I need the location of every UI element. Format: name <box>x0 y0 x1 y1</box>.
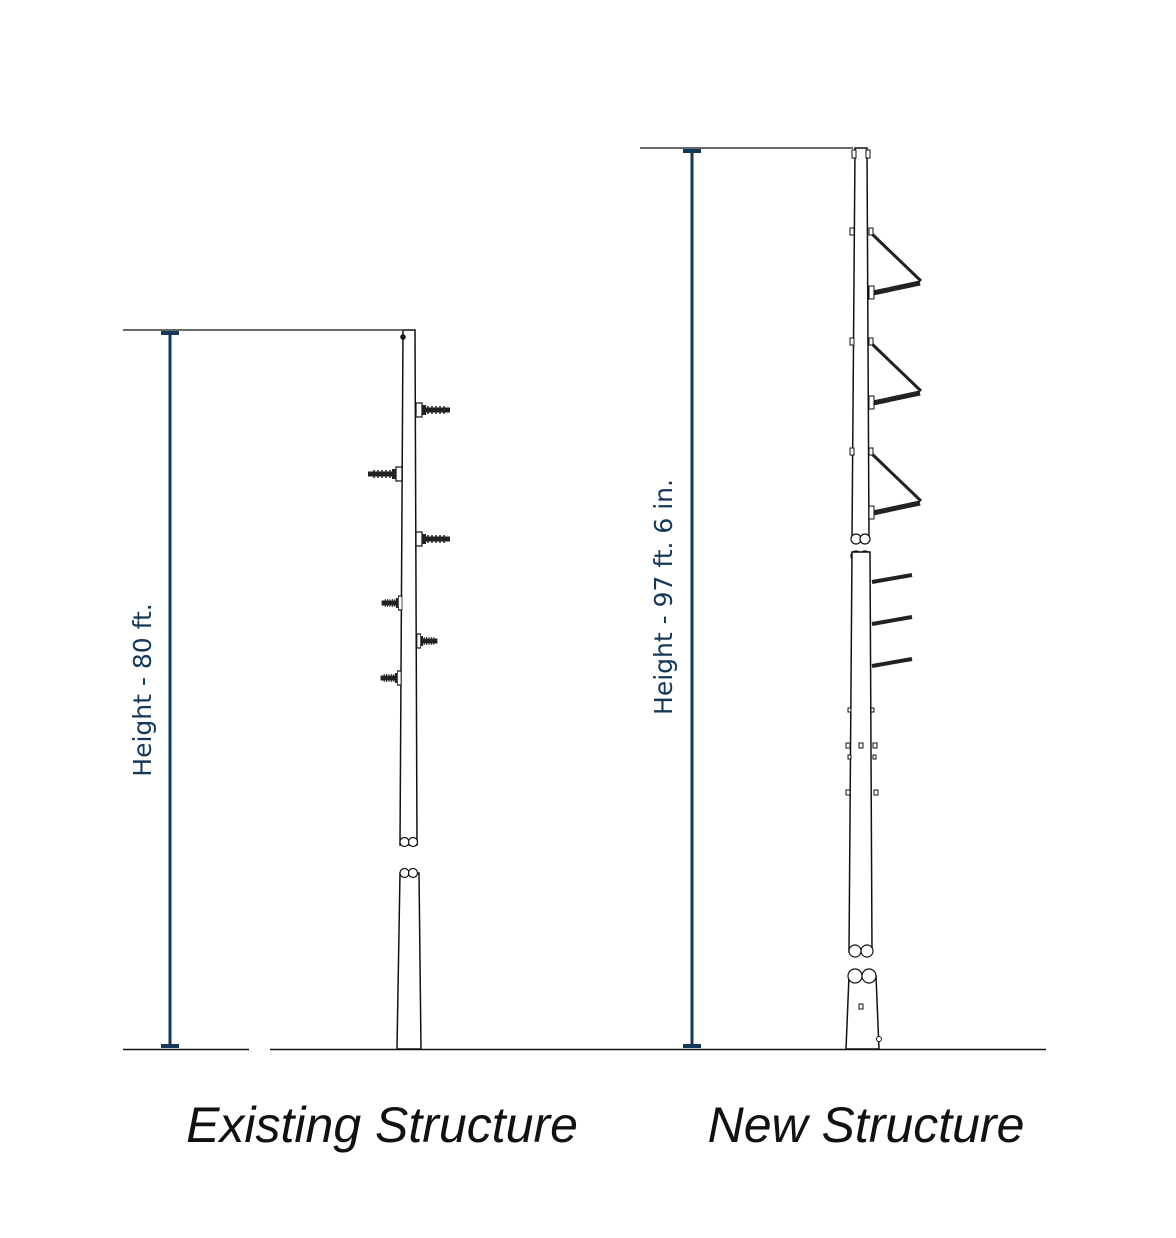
new-height-label: Height - 97 ft. 6 in. <box>649 479 678 715</box>
new-structure-title: New Structure <box>708 1097 1025 1153</box>
existing-structure-title: Existing Structure <box>186 1097 578 1153</box>
existing-height-label: Height - 80 ft. <box>128 603 157 776</box>
new-lower-insulators <box>871 573 913 668</box>
existing-pole <box>396 329 422 1050</box>
new-pole-hardware <box>845 707 882 1042</box>
new-crossarm-insulators <box>849 227 923 520</box>
new-pole <box>845 147 880 1050</box>
new-height-dimension <box>640 147 853 1048</box>
existing-height-dimension <box>123 329 402 1048</box>
